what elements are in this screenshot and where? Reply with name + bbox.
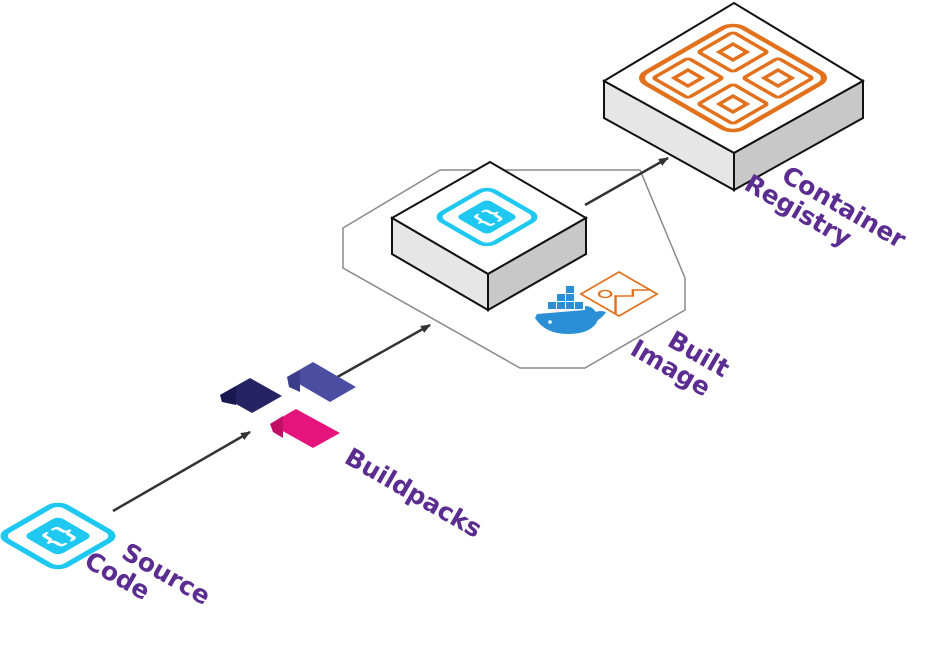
source-code-icon: {} bbox=[0, 502, 116, 570]
buildpacks-label: Buildpacks bbox=[340, 442, 487, 544]
buildpacks-logo-icon bbox=[220, 362, 356, 448]
arrow-source-to-buildpacks bbox=[112, 430, 251, 513]
container-registry-icon bbox=[639, 23, 827, 133]
built-image-cube: {} bbox=[390, 160, 588, 312]
container-registry-cube bbox=[601, 1, 865, 192]
arrow-buildpacks-to-image bbox=[331, 323, 431, 382]
docker-whale-icon bbox=[535, 286, 606, 334]
code-file-icon: {} bbox=[436, 187, 538, 247]
image-icon bbox=[579, 271, 659, 317]
arrow-image-to-registry bbox=[584, 156, 669, 207]
